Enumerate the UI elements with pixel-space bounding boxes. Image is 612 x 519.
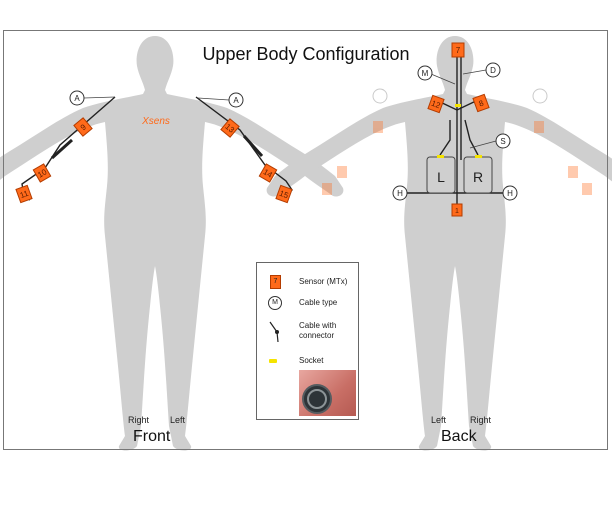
front-sensors: 9 10 11 13 14 15: [15, 117, 293, 204]
back-left-label: Left: [431, 415, 447, 425]
back-caption: Back: [441, 428, 477, 445]
cable-marker-h-right: [502, 185, 518, 201]
legend-sensor-swatch: 7: [270, 275, 281, 289]
svg-text:H: H: [397, 189, 403, 198]
xsens-logo: Xsens: [141, 116, 170, 127]
sensor-15: 15: [275, 184, 293, 204]
svg-text:A: A: [233, 96, 239, 105]
cable-marker-a-front-right: [69, 90, 85, 106]
legend-socket-swatch: [269, 359, 277, 363]
svg-text:9: 9: [79, 122, 89, 132]
legend-cable-type-label: Cable type: [299, 298, 338, 307]
svg-text:11: 11: [19, 189, 30, 200]
legend: 7 Sensor (MTx) M Cable type Cable with c…: [256, 262, 359, 420]
svg-text:M: M: [422, 69, 429, 78]
cable-marker-h-left: [392, 185, 408, 201]
sensor-10: 10: [32, 163, 52, 183]
sensor-13: 13: [220, 118, 240, 138]
svg-text:15: 15: [278, 189, 290, 201]
svg-text:D: D: [490, 66, 496, 75]
faded-back-sensors: [322, 121, 592, 195]
legend-cable-connector-label: Cable with connector: [299, 321, 337, 340]
svg-text:1: 1: [455, 208, 459, 215]
battery-right-label: R: [473, 169, 483, 185]
diagram-frame: [3, 30, 608, 450]
front-caption: Front: [133, 428, 171, 445]
sensor-11: 11: [15, 184, 33, 204]
svg-text:12: 12: [430, 99, 442, 111]
cable-marker-a-front-left: [228, 92, 244, 108]
battery-left-label: L: [437, 169, 445, 185]
svg-text:H: H: [507, 189, 513, 198]
sensor-8: 8: [472, 93, 490, 113]
legend-sensor-label: Sensor (MTx): [299, 277, 348, 286]
front-right-label: Right: [128, 415, 150, 425]
socket: [455, 104, 461, 107]
cable-type-markers: A A M D S H H: [69, 62, 518, 201]
sensor-9: 9: [73, 117, 93, 137]
sockets: [437, 104, 482, 158]
back-sensors: 7 12 8 1: [427, 42, 490, 217]
connector-photo: [299, 370, 356, 416]
sensor-12: 12: [427, 94, 445, 114]
cable-marker-m: [417, 65, 433, 81]
front-left-label: Left: [170, 415, 186, 425]
svg-text:S: S: [500, 137, 505, 146]
cable-marker-s: [495, 133, 511, 149]
cable-marker-d: [485, 62, 501, 78]
socket: [437, 155, 444, 158]
sensor-14: 14: [258, 163, 278, 183]
legend-cable-type-icon: M: [268, 296, 282, 310]
svg-text:7: 7: [456, 46, 461, 55]
svg-text:8: 8: [478, 98, 486, 108]
faded-cable-markers: [372, 88, 548, 104]
back-right-label: Right: [470, 415, 492, 425]
svg-text:A: A: [74, 94, 80, 103]
page-title: Upper Body Configuration: [202, 44, 410, 64]
cable-connector-icon: [269, 321, 279, 343]
sensor-7: 7: [451, 42, 465, 58]
legend-socket-label: Socket: [299, 356, 324, 365]
socket: [475, 155, 482, 158]
sensor-1: 1: [451, 203, 463, 217]
